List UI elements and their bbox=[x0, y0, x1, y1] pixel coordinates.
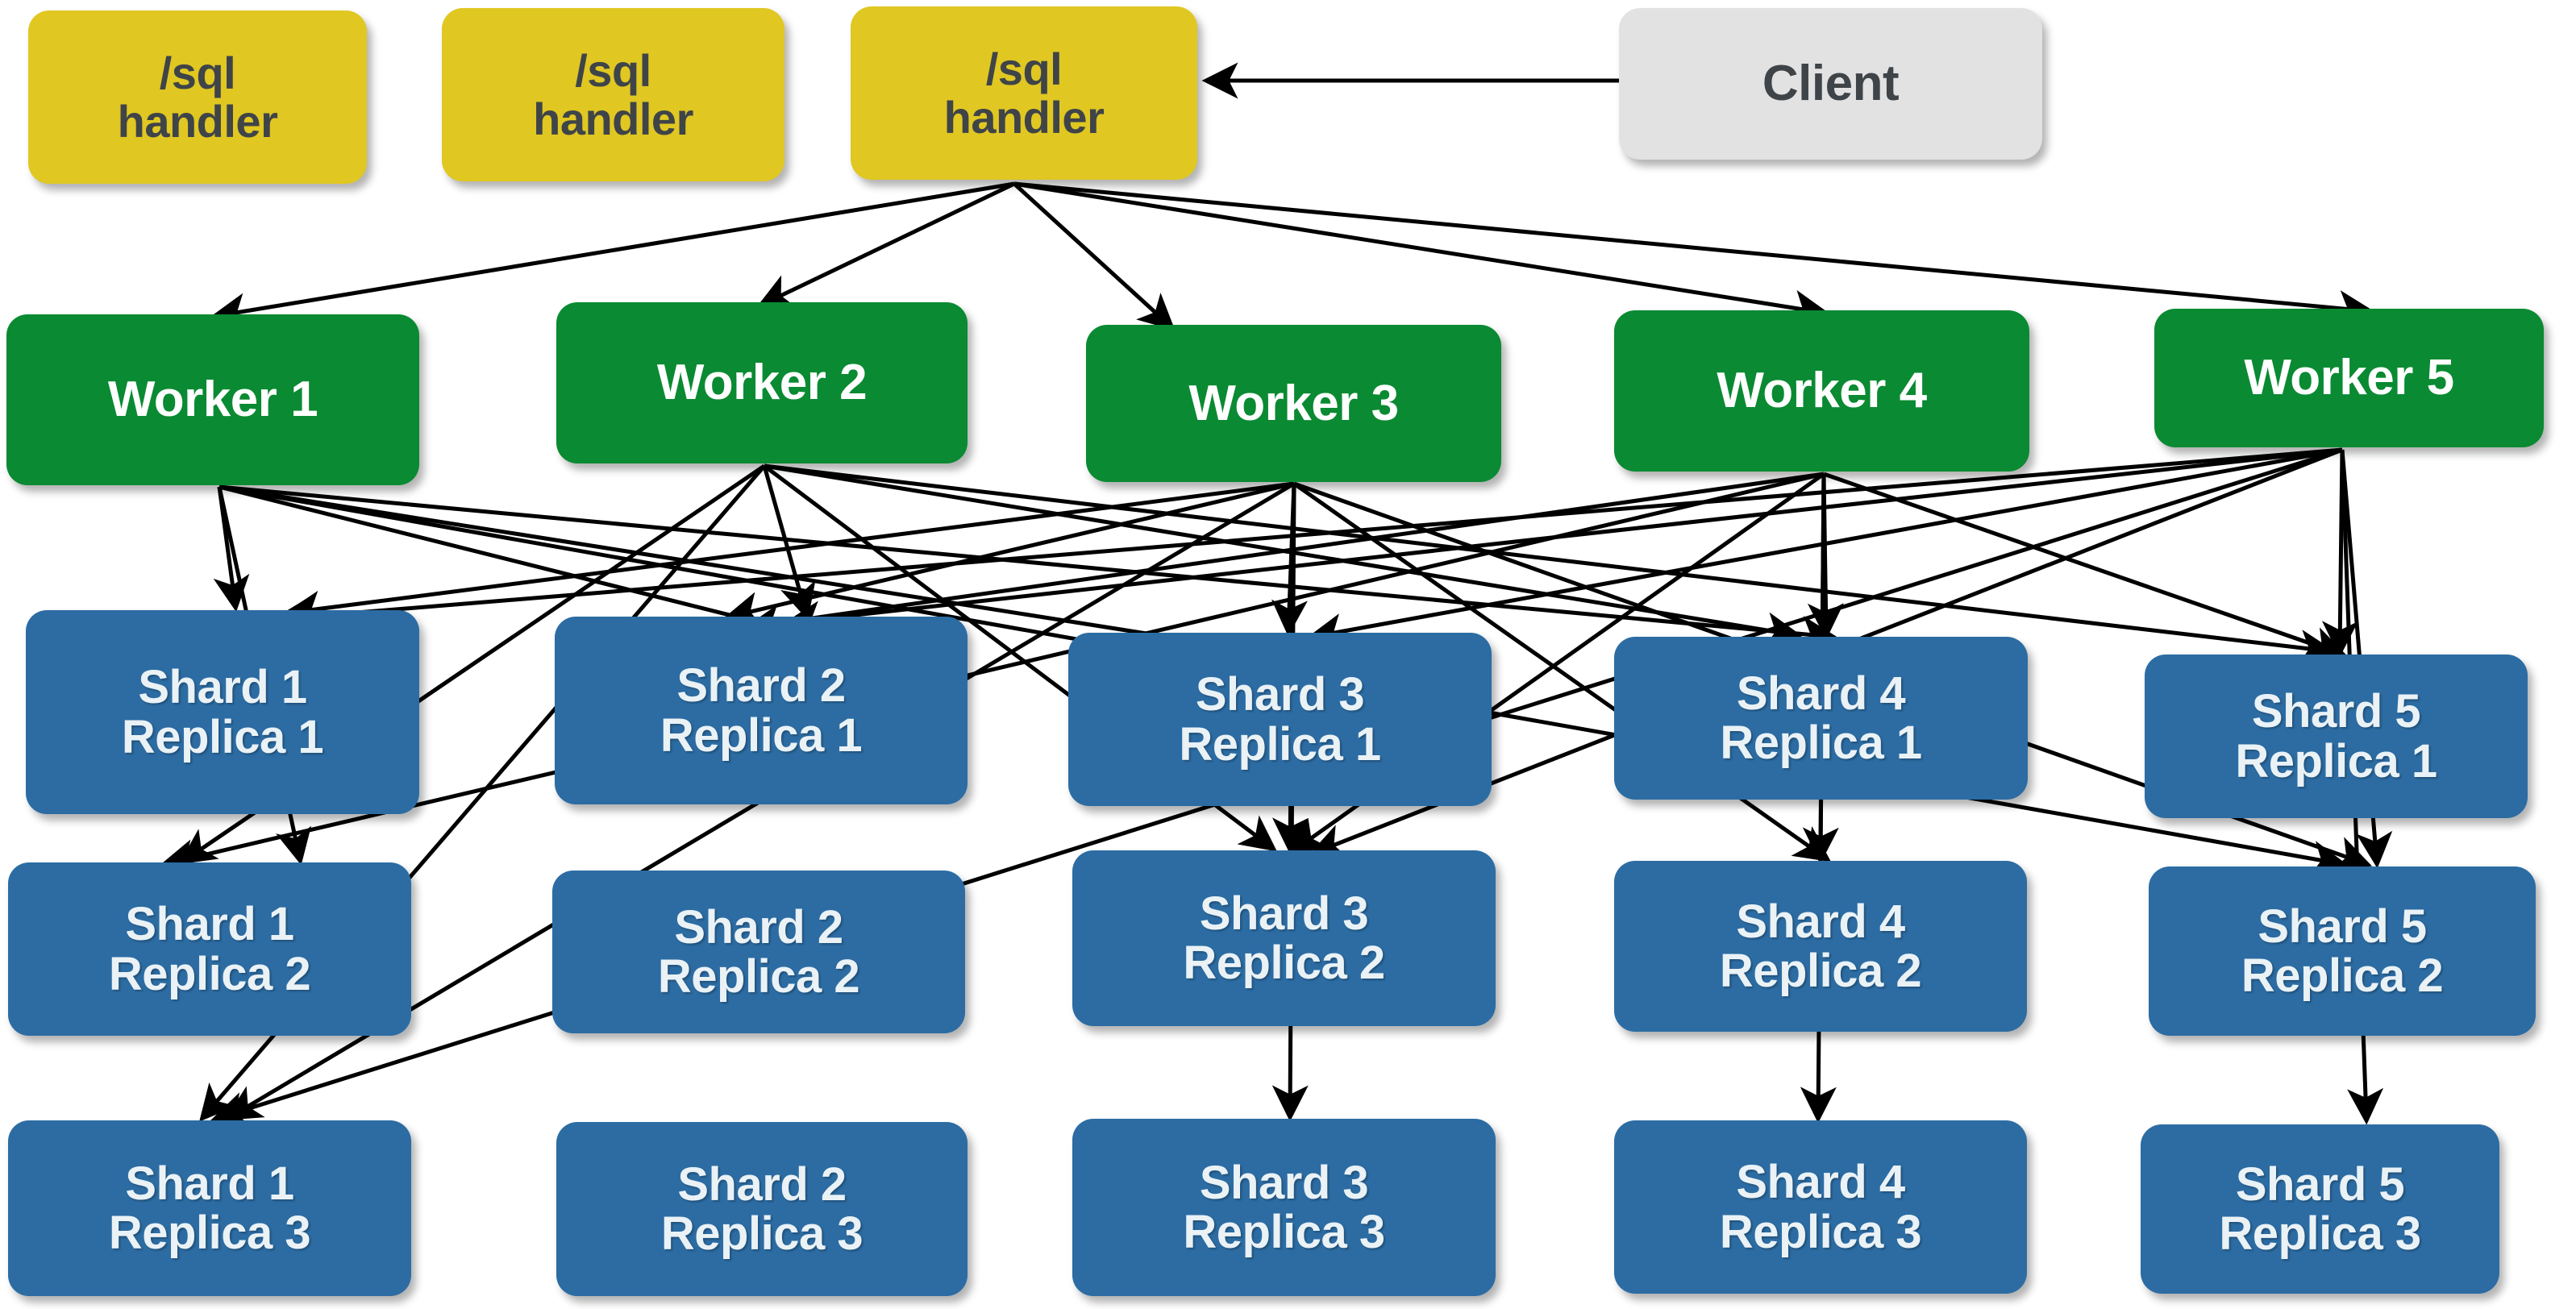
shard-node-label: Shard 3 Replica 3 bbox=[1183, 1156, 1385, 1258]
shard-node-s4r1[interactable]: Shard 4 Replica 1 bbox=[1614, 637, 2028, 800]
shard-node-label: Shard 4 Replica 3 bbox=[1719, 1156, 1922, 1258]
shard-node-s4r2[interactable]: Shard 4 Replica 2 bbox=[1614, 861, 2027, 1032]
edge-handler3-to-w3 bbox=[1013, 182, 1176, 331]
worker-node-w4[interactable]: Worker 4 bbox=[1614, 310, 2029, 472]
shard-node-label: Shard 4 Replica 2 bbox=[1719, 895, 1922, 997]
edge-w3-to-s3r1 bbox=[1271, 483, 1308, 637]
shard-node-s2r1[interactable]: Shard 2 Replica 1 bbox=[555, 617, 968, 804]
shard-node-s1r2[interactable]: Shard 1 Replica 2 bbox=[8, 862, 411, 1036]
sql-handler-node-handler3[interactable]: /sql handler bbox=[851, 6, 1197, 180]
shard-node-s1r1[interactable]: Shard 1 Replica 1 bbox=[26, 610, 419, 814]
sql-handler-node-label: /sql handler bbox=[117, 48, 278, 147]
edge-w5-to-s5r1 bbox=[2321, 449, 2358, 658]
sql-handler-node-handler1[interactable]: /sql handler bbox=[28, 10, 367, 184]
worker-node-label: Worker 4 bbox=[1717, 363, 1927, 419]
edge-w2-to-s2r1 bbox=[762, 465, 816, 621]
shard-node-label: Shard 1 Replica 1 bbox=[121, 661, 324, 763]
shard-node-s5r1[interactable]: Shard 5 Replica 1 bbox=[2145, 654, 2528, 818]
edge-w2-to-s4r1 bbox=[764, 463, 1803, 649]
worker-node-w1[interactable]: Worker 1 bbox=[6, 314, 419, 485]
sql-handler-node-handler2[interactable]: /sql handler bbox=[442, 8, 784, 181]
shard-node-s3r2[interactable]: Shard 3 Replica 2 bbox=[1072, 850, 1496, 1026]
worker-node-w3[interactable]: Worker 3 bbox=[1086, 325, 1501, 482]
shard-node-label: Shard 3 Replica 1 bbox=[1179, 668, 1381, 771]
shard-node-label: Shard 5 Replica 1 bbox=[2235, 685, 2437, 787]
worker-node-label: Worker 1 bbox=[107, 372, 318, 428]
shard-node-label: Shard 1 Replica 2 bbox=[108, 898, 311, 1000]
worker-node-w2[interactable]: Worker 2 bbox=[556, 302, 968, 463]
shard-node-s5r3[interactable]: Shard 5 Replica 3 bbox=[2141, 1124, 2499, 1294]
edge-handler3-to-w1 bbox=[210, 181, 1015, 330]
shard-node-label: Shard 4 Replica 1 bbox=[1720, 667, 1922, 769]
shard-node-label: Shard 5 Replica 3 bbox=[2219, 1157, 2421, 1260]
shard-node-s3r1[interactable]: Shard 3 Replica 1 bbox=[1068, 633, 1492, 806]
shard-node-label: Shard 3 Replica 2 bbox=[1183, 887, 1385, 989]
edge-w1-to-s4r1 bbox=[218, 484, 1838, 652]
shard-node-s2r2[interactable]: Shard 2 Replica 2 bbox=[552, 871, 965, 1033]
shard-node-s4r3[interactable]: Shard 4 Replica 3 bbox=[1614, 1120, 2027, 1294]
worker-node-w5[interactable]: Worker 5 bbox=[2154, 309, 2544, 447]
edge-w3-to-s2r1 bbox=[723, 481, 1295, 628]
shard-node-s1r3[interactable]: Shard 1 Replica 3 bbox=[8, 1120, 411, 1296]
edge-w5-to-s2r1 bbox=[784, 447, 2343, 638]
edge-w3-to-s1r1 bbox=[284, 481, 1295, 627]
sql-handler-node-label: /sql handler bbox=[533, 45, 693, 144]
edge-w4-to-s5r1 bbox=[1823, 472, 2349, 662]
shard-node-label: Shard 2 Replica 2 bbox=[657, 900, 860, 1003]
worker-node-label: Worker 3 bbox=[1188, 375, 1399, 431]
shard-node-label: Shard 5 Replica 2 bbox=[2241, 900, 2444, 1002]
sql-handler-node-label: /sql handler bbox=[943, 44, 1105, 143]
shard-node-s5r2[interactable]: Shard 5 Replica 2 bbox=[2149, 866, 2536, 1036]
worker-node-label: Worker 2 bbox=[656, 355, 868, 411]
shard-node-s3r3[interactable]: Shard 3 Replica 3 bbox=[1072, 1119, 1496, 1296]
edge-w1-to-s1r1 bbox=[213, 486, 250, 613]
client-node-client[interactable]: Client bbox=[1619, 8, 2042, 160]
shard-node-label: Shard 1 Replica 3 bbox=[108, 1157, 311, 1259]
shard-node-label: Shard 2 Replica 3 bbox=[660, 1157, 864, 1260]
shard-node-s2r3[interactable]: Shard 2 Replica 3 bbox=[556, 1122, 968, 1296]
shard-node-label: Shard 2 Replica 1 bbox=[660, 659, 863, 762]
edge-w4-to-s4r1 bbox=[1807, 473, 1844, 640]
edge-handler3-to-w4 bbox=[1013, 181, 1830, 326]
worker-node-label: Worker 5 bbox=[2244, 350, 2454, 406]
client-node-label: Client bbox=[1762, 56, 1900, 112]
edge-w4-to-s2r1 bbox=[743, 472, 1825, 641]
edge-handler3-to-w5 bbox=[1013, 181, 2375, 326]
edge-handler3-to-w2 bbox=[756, 181, 1016, 309]
edge-w2-to-s5r1 bbox=[764, 463, 2337, 666]
